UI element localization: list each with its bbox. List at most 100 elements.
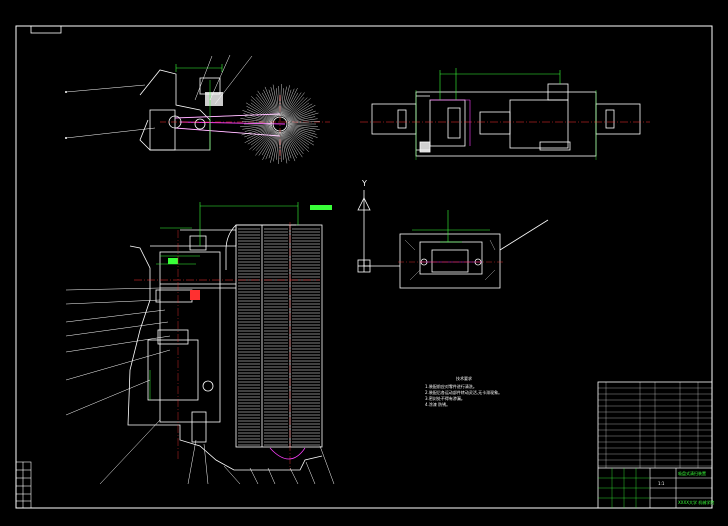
tech-note-1: 1.装配前应对零件进行清洗。 [425,383,477,389]
brush-bristle [281,86,287,117]
brush-bristle [240,124,273,127]
brush-bristle [247,127,273,139]
brush-bristle [251,96,275,119]
brush-bristle [287,125,316,132]
brush-bristle [255,129,275,151]
brush-bristle [241,126,273,136]
brush-bristle [250,102,274,120]
brush-bristle [280,88,284,117]
brush-bristle [283,92,299,118]
brush-bristle [285,129,305,151]
drawing-scale: 1:1 [658,481,665,486]
brush-bristle [250,128,274,146]
brush-bristle [244,126,273,138]
brush-bristle [287,110,316,122]
brush-bristle [265,131,278,160]
brush-bristle [242,124,273,130]
brush-bristle [262,131,277,161]
brush-bristle [284,92,302,118]
axis-label: Y [361,179,367,188]
outer-frame [15,25,713,509]
brush-bristle [282,131,296,162]
brush-bristle [285,128,310,149]
brush-bristle [263,89,277,117]
brush-bristle [284,130,304,155]
brush-bristle [250,99,275,120]
brush-bristle [244,125,273,132]
brush-bristle [286,102,310,120]
brush-bristle [283,131,297,159]
tech-notes-title: 技术要求 [456,375,472,381]
sheet-tag-box [30,25,62,34]
brush-bristle [270,87,279,117]
brush-bristle [244,116,273,123]
brush-bristle [240,118,273,124]
brush-bristle [284,130,303,158]
brush-bristle [285,97,308,119]
brush-bristle [286,128,315,146]
company-name: XXXX大学 机械学院 [678,499,714,505]
brush-bristle [276,88,280,117]
brush-bristle [270,131,279,163]
brush-bristle [246,105,274,121]
brush-bristle [280,84,282,117]
brush-bristle [247,109,273,121]
brush-bristle [280,131,282,162]
front-view-dims [134,202,332,470]
brush-bristle [247,128,274,145]
brush-bristle [287,112,319,122]
brush-bristle [261,130,277,156]
tech-note-3: 3.密封处不得有渗漏。 [425,395,465,401]
brush-bristle [282,131,292,159]
brush-bristle [273,131,279,162]
brush-bristle [287,124,318,127]
brush-bristle [258,130,276,156]
brush-bristle [282,88,295,117]
brush-bristle [243,113,273,122]
brush-bristle [255,130,276,156]
brush-bristle [280,131,284,160]
brush-bristles [238,228,320,446]
brush-bristle [252,129,275,151]
brush-bristle [286,105,316,121]
brush-bristle [285,97,305,119]
brush-bristle [264,86,278,117]
brush-bristle [283,87,298,117]
brush-bristle [256,93,276,118]
brush-bristle [287,127,313,139]
brush-bristle [287,121,320,124]
brush-bristle [272,84,279,117]
brush-bristle [287,124,320,130]
side-view [65,54,330,160]
brush-bristle [276,131,280,160]
brush-bristle [287,109,313,121]
tech-notes: 技术要求 1.装配前应对零件进行清洗。 2.装配后各运动部件转动灵活,无卡滞现象… [425,375,502,407]
brush-bristle [287,126,318,138]
tech-note-4: 4.涂漆 防锈。 [425,401,450,407]
brush-bristle [249,128,275,150]
brush-bristle [286,103,313,120]
revision-strip [15,461,32,509]
title-block: 吸盘式清扫装置 1:1 XXXX大学 机械学院 [597,381,714,509]
brush-bristle [283,130,299,156]
brush-bristle [245,102,274,120]
brush-bristle [281,131,288,164]
brush-bristle [261,92,277,118]
brush-bristle [287,116,316,123]
brush-bristle [282,89,292,117]
front-view-leaders [65,287,335,485]
brush-bristle [268,89,278,117]
brush-bristle [244,127,274,143]
brush-bristle [242,110,273,122]
drawing-name: 吸盘式清扫装置 [678,470,706,476]
brush-bristle [285,98,311,120]
top-view [371,83,641,157]
ucs-axis [357,190,400,273]
tech-note-2: 2.装配后各运动部件转动灵活,无卡滞现象。 [425,389,502,395]
brush-bristle [281,131,290,161]
brush-bristle [286,128,310,146]
brush-bristle [278,131,280,164]
top-view-dims [360,68,650,160]
